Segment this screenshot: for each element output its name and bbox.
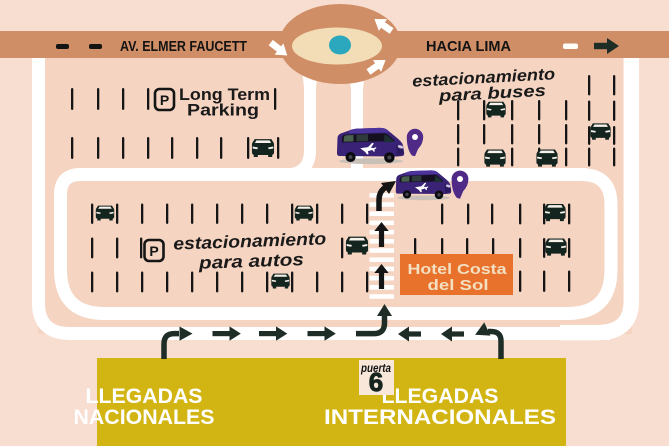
svg-text:LLEGADAS: LLEGADAS xyxy=(86,385,203,408)
svg-text:HACIA LIMA: HACIA LIMA xyxy=(426,38,511,55)
svg-text:del Sol: del Sol xyxy=(428,277,489,294)
svg-text:Hotel Costa: Hotel Costa xyxy=(408,261,508,278)
svg-text:para autos: para autos xyxy=(197,249,304,273)
svg-text:puerta: puerta xyxy=(360,363,391,375)
svg-text:AV. ELMER FAUCETT: AV. ELMER FAUCETT xyxy=(120,39,247,55)
svg-text:Parking: Parking xyxy=(187,102,259,120)
svg-text:Long Term: Long Term xyxy=(179,86,270,104)
svg-text:LLEGADAS: LLEGADAS xyxy=(382,385,499,408)
svg-text:6: 6 xyxy=(369,367,383,397)
svg-text:para buses: para buses xyxy=(437,82,546,106)
svg-text:NACIONALES: NACIONALES xyxy=(74,406,215,429)
svg-text:P: P xyxy=(149,243,158,259)
svg-text:P: P xyxy=(160,92,169,108)
svg-text:INTERNACIONALES: INTERNACIONALES xyxy=(324,406,556,429)
